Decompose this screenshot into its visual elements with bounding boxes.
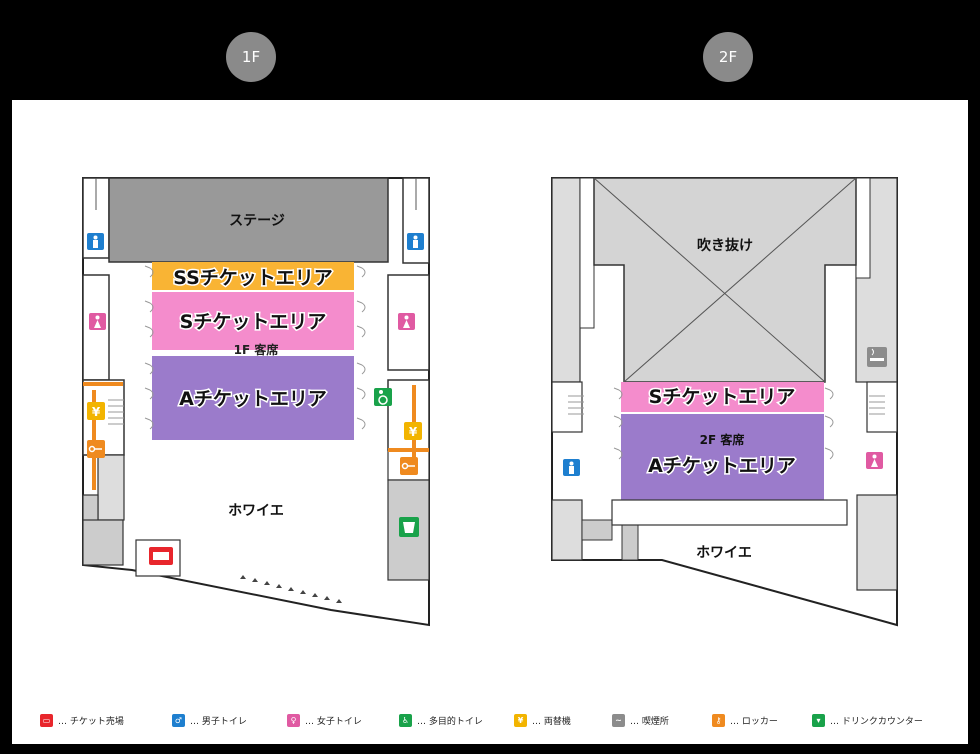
1f-foyer-label: ホワイエ (228, 503, 284, 519)
2f-s-area[interactable] (621, 382, 824, 412)
map-legend: ▭ … チケット売場 ♂ … 男子トイレ ♀ … 女子トイレ ♿ … 多目的トイ… (0, 708, 980, 732)
locker-icon[interactable] (87, 440, 105, 458)
legend-accessible-toilet: ♿ … 多目的トイレ (399, 708, 483, 732)
1f-s-area-label: Sチケットエリア (180, 311, 327, 333)
legend-drink-counter: ▾ … ドリンクカウンター (812, 708, 923, 732)
floor-2f-map: 吹き抜け Sチケットエリア 2F 客席 Aチケットエリア ホワイエ (551, 177, 898, 627)
2f-void-label: 吹き抜け (697, 237, 753, 254)
womens-toilet-icon[interactable] (89, 313, 106, 330)
mens-toilet-icon[interactable] (87, 233, 104, 250)
floor-map-svg: ステージ SSチケットエリア Sチケットエリア 1F 客席 Aチケットエリア (82, 177, 898, 627)
1f-ss-area[interactable] (152, 262, 354, 290)
mens-toilet-icon[interactable] (407, 233, 424, 250)
money-exchange-icon: ¥ (514, 713, 527, 727)
locker-icon: ⚷ (712, 713, 725, 727)
legend-mens-toilet: ♂ … 男子トイレ (172, 708, 247, 732)
legend-label: … 喫煙所 (630, 716, 669, 727)
legend-label: … 男子トイレ (190, 716, 247, 727)
legend-label: … チケット売場 (58, 716, 124, 727)
2f-a-area-label: Aチケットエリア (648, 455, 796, 477)
womens-toilet-icon[interactable] (866, 452, 883, 469)
1f-stage-label: ステージ (229, 213, 285, 229)
1f-ss-area-label: SSチケットエリア (173, 267, 333, 289)
floor-1f-badge[interactable]: 1F (226, 32, 276, 82)
accessible-toilet-icon[interactable] (374, 388, 392, 406)
legend-label: … 女子トイレ (305, 716, 362, 727)
1f-s-area[interactable] (152, 292, 354, 350)
accessible-toilet-icon: ♿ (399, 713, 412, 727)
locker-icon[interactable] (400, 457, 418, 475)
legend-label: … ドリンクカウンター (830, 716, 923, 727)
drink-counter-icon: ▾ (812, 713, 825, 727)
smoking-icon: ~ (612, 713, 625, 727)
money-exchange-icon[interactable]: ¥ (404, 422, 422, 440)
2f-seats-label: 2F 客席 (700, 432, 745, 447)
mens-toilet-icon: ♂ (172, 713, 185, 727)
smoking-icon[interactable] (867, 347, 887, 367)
ticket-icon: ▭ (40, 713, 53, 727)
floor-map-panel: ステージ SSチケットエリア Sチケットエリア 1F 客席 Aチケットエリア (12, 100, 968, 744)
legend-locker: ⚷ … ロッカー (712, 708, 778, 732)
legend-smoking-area: ~ … 喫煙所 (612, 708, 669, 732)
1f-a-area-label: Aチケットエリア (179, 388, 327, 410)
legend-ticket-booth: ▭ … チケット売場 (40, 708, 124, 732)
2f-void[interactable] (593, 177, 857, 383)
1f-entrance-marks (240, 575, 342, 603)
legend-womens-toilet: ♀ … 女子トイレ (287, 708, 362, 732)
svg-text:¥: ¥ (92, 405, 101, 419)
womens-toilet-icon[interactable] (398, 313, 415, 330)
1f-stage[interactable] (108, 177, 389, 263)
2f-s-area-label: Sチケットエリア (649, 386, 796, 408)
legend-label: … 両替機 (532, 716, 571, 727)
1f-a-area[interactable] (152, 356, 354, 440)
2f-a-area[interactable] (621, 414, 824, 500)
floor-2f-badge[interactable]: 2F (703, 32, 753, 82)
legend-money-exchange: ¥ … 両替機 (514, 708, 571, 732)
legend-label: … ロッカー (730, 716, 778, 727)
floor-1f-map: ステージ SSチケットエリア Sチケットエリア 1F 客席 Aチケットエリア (82, 177, 430, 627)
drink-counter-icon[interactable] (399, 517, 419, 537)
mens-toilet-icon[interactable] (563, 459, 580, 476)
svg-text:¥: ¥ (409, 425, 418, 439)
money-exchange-icon[interactable]: ¥ (87, 402, 105, 420)
1f-seats-label: 1F 客席 (234, 342, 279, 357)
2f-foyer-label: ホワイエ (696, 545, 752, 561)
womens-toilet-icon: ♀ (287, 713, 300, 727)
ticket-icon[interactable] (149, 547, 173, 565)
legend-label: … 多目的トイレ (417, 716, 483, 727)
